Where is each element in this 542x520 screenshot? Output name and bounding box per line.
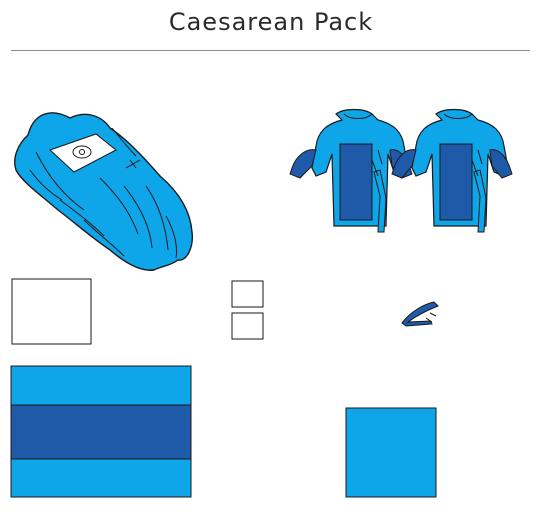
reinforced-drape-icon — [10, 365, 192, 498]
surgical-gown-icon — [289, 108, 413, 233]
square-drape-icon — [345, 407, 437, 498]
title-divider — [11, 50, 530, 51]
small-square-icon — [231, 280, 264, 308]
towel-icon — [11, 278, 92, 345]
page-title: Caesarean Pack — [168, 8, 374, 36]
small-square-icon — [231, 312, 264, 340]
folded-drape-icon — [14, 112, 193, 271]
surgical-gown-icon — [391, 108, 513, 233]
cord-clamp-icon — [401, 301, 439, 327]
